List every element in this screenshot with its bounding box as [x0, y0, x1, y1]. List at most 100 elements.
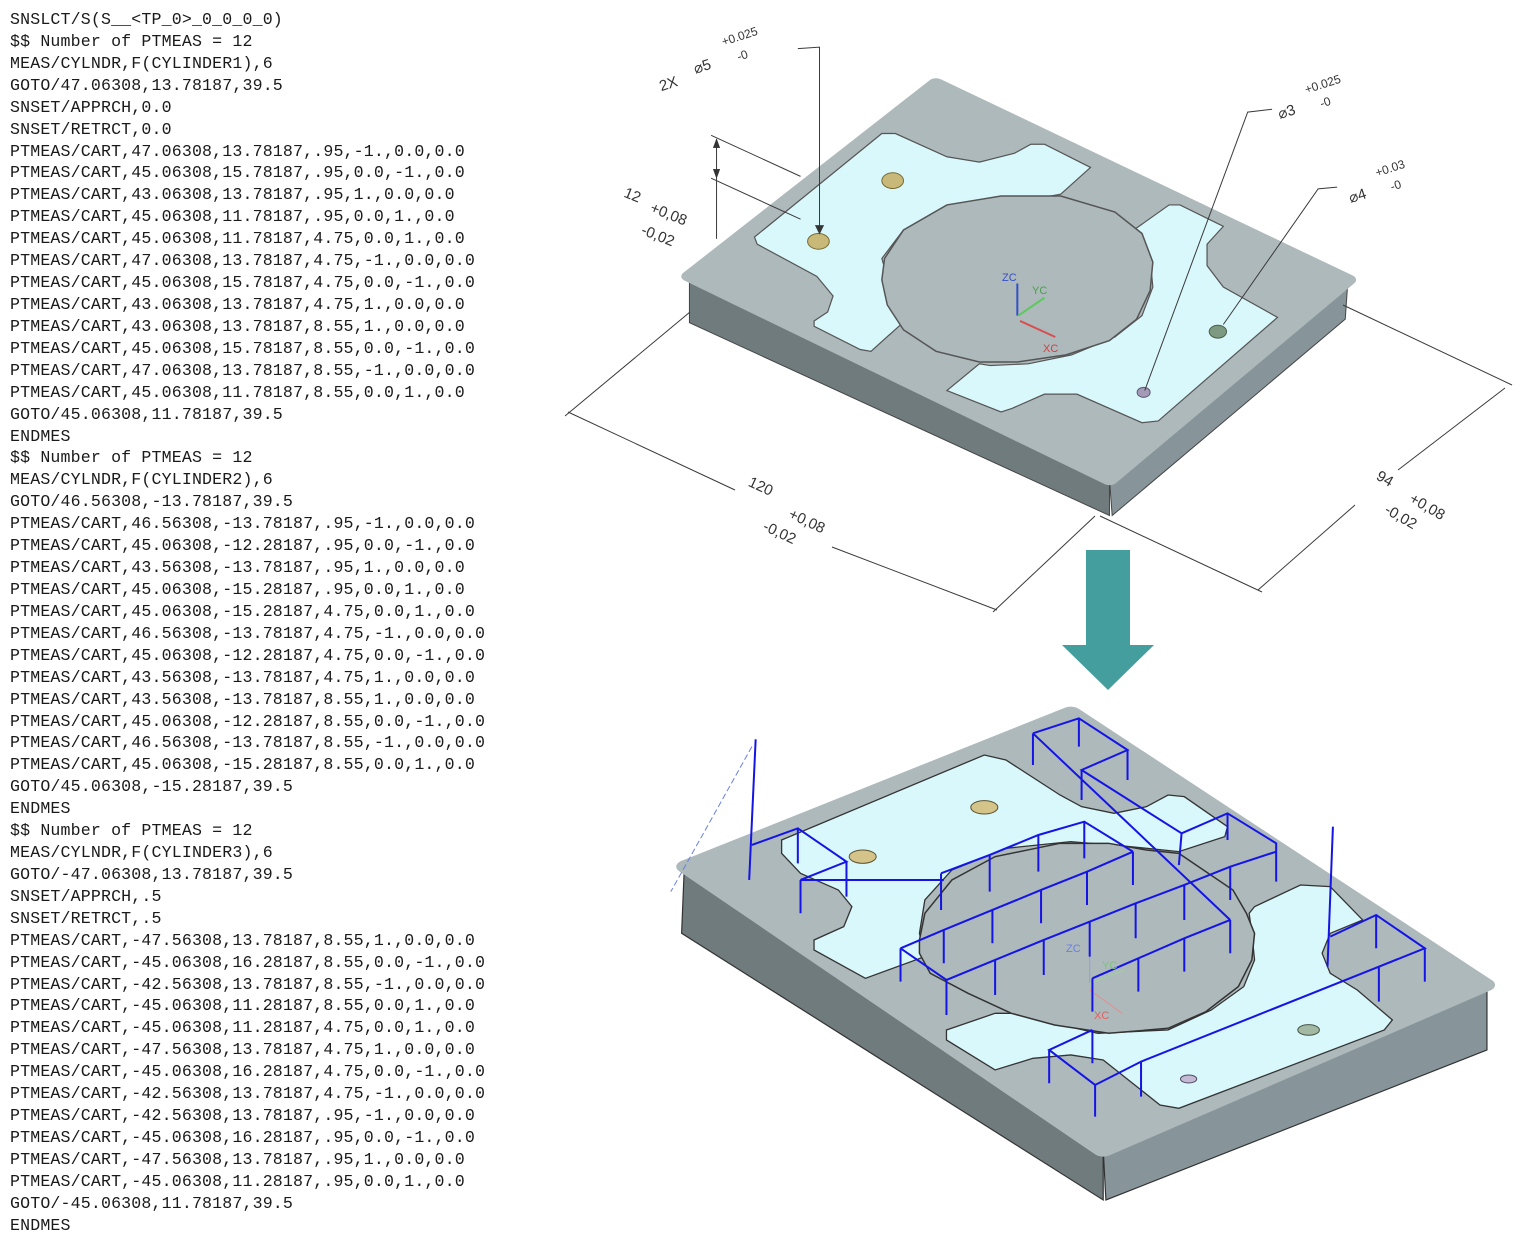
hole5-size: ⌀5	[691, 56, 713, 78]
code-line: ENDMES	[10, 426, 71, 446]
code-line: PTMEAS/CART,45.06308,-15.28187,4.75,0.0,…	[10, 601, 475, 621]
hole-5mm-a	[971, 801, 998, 814]
hole-3mm	[1137, 387, 1150, 397]
hole3-upper-tol: +0.025	[1303, 72, 1343, 97]
code-line: PTMEAS/CART,-42.56308,13.78187,.95,-1.,0…	[10, 1106, 475, 1126]
part-with-probe-path	[671, 706, 1496, 1200]
probe-path	[749, 718, 1425, 1116]
axis-label-y-2: YC	[1102, 960, 1117, 972]
hole4-size: ⌀4	[1347, 185, 1369, 207]
axis-x-icon	[1020, 321, 1055, 337]
annotation-height: 12 +0,08 -0,02	[621, 184, 689, 251]
approach-dashed-line	[671, 747, 752, 892]
code-line: PTMEAS/CART,45.06308,-12.28187,.95,0.0,-…	[10, 536, 475, 556]
code-line: PTMEAS/CART,-45.06308,11.28187,.95,0.0,1…	[10, 1171, 465, 1191]
code-line: MEAS/CYLNDR,F(CYLINDER1),6	[10, 53, 273, 73]
code-line: PTMEAS/CART,-47.56308,13.78187,4.75,1.,0…	[10, 1040, 475, 1060]
code-line: GOTO/45.06308,11.78187,39.5	[10, 404, 283, 424]
axis-label-y: YC	[1032, 285, 1047, 297]
code-line: PTMEAS/CART,45.06308,11.78187,8.55,0.0,1…	[10, 382, 465, 402]
pocket-left	[754, 134, 1090, 352]
hole4-upper-tol: +0.03	[1373, 157, 1407, 180]
pocket-right	[947, 205, 1278, 423]
code-line: PTMEAS/CART,47.06308,13.78187,8.55,-1.,0…	[10, 360, 475, 380]
axis-label-z: ZC	[1002, 272, 1017, 284]
hole-4mm	[1209, 325, 1226, 338]
code-line: SNSET/APPRCH,.5	[10, 886, 162, 906]
code-line: PTMEAS/CART,43.06308,13.78187,4.75,1.,0.…	[10, 294, 465, 314]
axis-y-icon	[1018, 298, 1044, 316]
hole3-lower-tol: -0	[1318, 94, 1333, 111]
code-line: PTMEAS/CART,46.56308,-13.78187,.95,-1.,0…	[10, 514, 475, 534]
code-line: MEAS/CYLNDR,F(CYLINDER3),6	[10, 843, 273, 863]
center-boss	[882, 196, 1153, 362]
annotation-width: 94 +0,08 -0,02	[1373, 468, 1448, 533]
code-line: $$ Number of PTMEAS = 12	[10, 31, 253, 51]
code-line: PTMEAS/CART,45.06308,15.78187,8.55,0.0,-…	[10, 338, 475, 358]
code-line: $$ Number of PTMEAS = 12	[10, 448, 253, 468]
hole3-size: ⌀3	[1276, 101, 1298, 123]
code-line: ENDMES	[10, 1215, 71, 1235]
code-line: PTMEAS/CART,45.06308,15.78187,4.75,0.0,-…	[10, 273, 475, 293]
code-line: PTMEAS/CART,45.06308,-15.28187,8.55,0.0,…	[10, 755, 475, 775]
code-line: GOTO/47.06308,13.78187,39.5	[10, 75, 283, 95]
code-line: PTMEAS/CART,45.06308,-15.28187,.95,0.0,1…	[10, 579, 465, 599]
hole5-lower-tol: -0	[735, 47, 750, 64]
code-line: GOTO/-47.06308,13.78187,39.5	[10, 864, 294, 884]
annotation-length: 120 +0,08 -0,02	[746, 474, 828, 548]
code-line: ENDMES	[10, 799, 71, 819]
dimension-lines	[711, 47, 1337, 390]
code-line: SNSLCT/S(S__<TP_0>_0_0_0_0)	[10, 10, 283, 29]
code-line: GOTO/45.06308,-15.28187,39.5	[10, 777, 294, 797]
annotation-hole3: ⌀3 +0.025 -0	[1276, 72, 1343, 123]
axis-label-x: XC	[1043, 343, 1058, 355]
code-line: PTMEAS/CART,47.06308,13.78187,.95,-1.,0.…	[10, 141, 465, 161]
hole-5mm-b	[808, 233, 830, 249]
code-line: PTMEAS/CART,-42.56308,13.78187,8.55,-1.,…	[10, 974, 486, 994]
code-line: SNSET/RETRCT,.5	[10, 908, 162, 928]
code-line: PTMEAS/CART,45.06308,-12.28187,4.75,0.0,…	[10, 645, 486, 665]
code-line: $$ Number of PTMEAS = 12	[10, 821, 253, 841]
code-line: PTMEAS/CART,46.56308,-13.78187,4.75,-1.,…	[10, 623, 486, 643]
code-line: MEAS/CYLNDR,F(CYLINDER2),6	[10, 470, 273, 490]
code-line: PTMEAS/CART,46.56308,-13.78187,8.55,-1.,…	[10, 733, 486, 753]
code-line: PTMEAS/CART,-47.56308,13.78187,.95,1.,0.…	[10, 1149, 465, 1169]
code-line: PTMEAS/CART,43.56308,-13.78187,.95,1.,0.…	[10, 558, 465, 578]
code-line: PTMEAS/CART,-42.56308,13.78187,4.75,-1.,…	[10, 1084, 486, 1104]
code-line: SNSET/RETRCT,0.0	[10, 119, 172, 139]
code-line: SNSET/APPRCH,0.0	[10, 97, 172, 117]
code-line: PTMEAS/CART,-45.06308,16.28187,4.75,0.0,…	[10, 1062, 486, 1082]
dmis-code-listing: SNSLCT/S(S__<TP_0>_0_0_0_0) $$ Number of …	[10, 9, 485, 1237]
code-line: PTMEAS/CART,47.06308,13.78187,4.75,-1.,0…	[10, 251, 475, 271]
hole5-count: 2X	[657, 73, 680, 95]
code-line: PTMEAS/CART,-45.06308,11.28187,8.55,0.0,…	[10, 996, 475, 1016]
code-line: PTMEAS/CART,43.56308,-13.78187,4.75,1.,0…	[10, 667, 475, 687]
code-line: GOTO/46.56308,-13.78187,39.5	[10, 492, 294, 512]
hole5-upper-tol: +0.025	[720, 24, 760, 49]
axis-label-x-2: XC	[1094, 1010, 1109, 1022]
hole-5mm-a	[882, 173, 904, 189]
height-lower-tol: -0,02	[639, 222, 677, 251]
hole-3mm	[1181, 1075, 1197, 1083]
code-line: PTMEAS/CART,45.06308,11.78187,4.75,0.0,1…	[10, 229, 465, 249]
width-value: 94	[1373, 468, 1396, 491]
code-line: PTMEAS/CART,43.06308,13.78187,.95,1.,0.0…	[10, 185, 455, 205]
code-line: PTMEAS/CART,45.06308,-12.28187,8.55,0.0,…	[10, 711, 486, 731]
part-drawing-top	[681, 47, 1357, 515]
annotation-hole4: ⌀4 +0.03 -0	[1347, 157, 1407, 207]
pocket-right	[946, 885, 1392, 1108]
code-line: PTMEAS/CART,-45.06308,11.28187,4.75,0.0,…	[10, 1018, 475, 1038]
down-arrow-icon	[1062, 550, 1154, 690]
code-line: PTMEAS/CART,-45.06308,16.28187,.95,0.0,-…	[10, 1128, 475, 1148]
code-line: GOTO/-45.06308,11.78187,39.5	[10, 1193, 294, 1213]
hole-5mm-b	[849, 850, 876, 863]
hole4-lower-tol: -0	[1389, 177, 1404, 194]
annotation-hole5: 2X ⌀5 +0.025 -0	[657, 24, 760, 95]
code-line: PTMEAS/CART,43.56308,-13.78187,8.55,1.,0…	[10, 689, 475, 709]
height-value: 12	[621, 184, 643, 206]
code-line: PTMEAS/CART,45.06308,15.78187,.95,0.0,-1…	[10, 163, 465, 183]
code-line: PTMEAS/CART,45.06308,11.78187,.95,0.0,1.…	[10, 207, 455, 227]
axis-label-z-2: ZC	[1066, 943, 1081, 955]
hole-4mm	[1298, 1025, 1320, 1036]
